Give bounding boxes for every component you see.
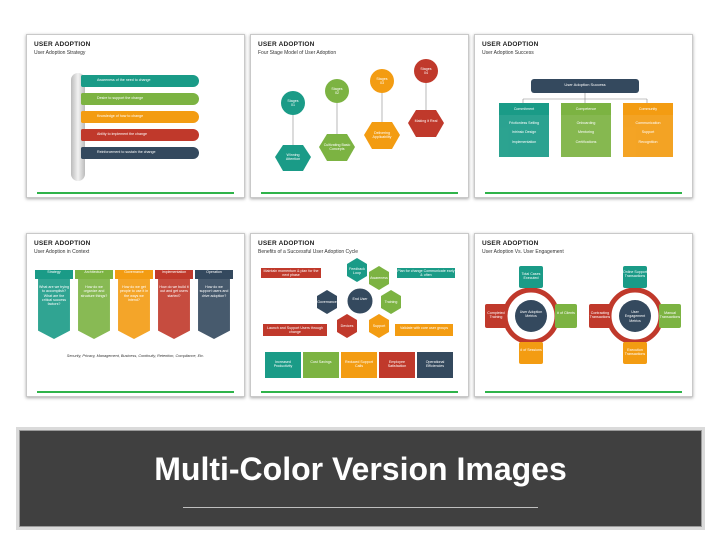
cycle-hex: Feedback Loop	[349, 267, 365, 276]
stage-label: Stages 04	[420, 67, 432, 76]
success-column: Competence	[561, 103, 611, 115]
metrics-item: Completed Training	[487, 311, 505, 320]
metrics-item: # of Sessions	[520, 348, 542, 352]
success-column-body: Frictionless Selling Intrinsic Design Im…	[499, 115, 549, 157]
pillar	[71, 73, 85, 181]
cycle-hex: Training	[384, 300, 398, 304]
success-header: User Adoption Success	[531, 79, 639, 93]
stage-text: Delivering Applicability	[372, 131, 392, 140]
stage-text: Winning Attention	[285, 153, 301, 162]
metrics-item: Manual Transactions	[659, 311, 681, 320]
metrics-item: Execution Transactions	[624, 348, 646, 357]
stage-diagram	[275, 59, 444, 171]
stage-text: Making it Real	[414, 119, 438, 123]
cycle-callout: Plan for change Communicate early & ofte…	[397, 269, 455, 278]
cycle-diagram	[261, 258, 455, 378]
slide-thumbnail-success[interactable]: USER ADOPTION User Adoption Success User…	[474, 34, 693, 198]
slide-subtitle: User Adoption Vs. User Engagement	[482, 249, 564, 255]
context-column: Architecture How do we organize and stru…	[75, 270, 113, 346]
benefit-box: Reduced Support Calls	[345, 360, 373, 369]
benefit-box: Employee Satisfaction	[387, 360, 407, 369]
metrics-center: User Engagement Metrics	[624, 310, 646, 323]
metrics-item: Online Support Transactions	[623, 270, 647, 279]
slide-thumbnail-four-stage[interactable]: USER ADOPTION Four Stage Model of User A…	[250, 34, 469, 198]
slide-title: USER ADOPTION	[258, 240, 315, 247]
benefit-box: Operational Efficiencies	[425, 360, 445, 369]
strategy-bar: Knowledge of how to change	[81, 111, 199, 123]
slide-thumbnail-context[interactable]: USER ADOPTION User Adoption in Context S…	[26, 233, 245, 397]
slide-thumbnail-benefits[interactable]: USER ADOPTION Benefits of a Successful U…	[250, 233, 469, 397]
banner-title: Multi-Color Version Images	[154, 451, 567, 487]
cycle-callout: Validate with core user groups	[399, 326, 449, 330]
context-column: Implementation How do we build it out an…	[155, 270, 193, 346]
benefit-box: Cost Savings	[310, 360, 332, 364]
success-column-body: Onboarding Mentoring Certifications	[561, 115, 611, 157]
slide-thumbnail-strategy[interactable]: USER ADOPTION User Adoption Strategy Awa…	[26, 34, 245, 198]
banner-underline	[183, 507, 538, 508]
stage-text: Cultivating Basic Concepts	[323, 143, 351, 152]
cycle-hex: Devices	[340, 324, 354, 328]
metrics-item: Contracting Transactions	[589, 311, 611, 320]
slide-subtitle: Benefits of a Successful User Adoption C…	[258, 249, 359, 255]
context-column: Operation How do we support users and dr…	[195, 270, 233, 346]
success-column-body: Communication Support Recognition	[623, 115, 673, 157]
cycle-callout: Maintain momentum & plan for the next ph…	[263, 269, 319, 278]
benefit-box: Increased Productivity	[273, 360, 293, 369]
cycle-hex: Awareness	[370, 276, 388, 280]
context-column: Governance How do we get people to use i…	[115, 270, 153, 346]
success-column: Community	[623, 103, 673, 115]
stage-label: Stages 02	[331, 87, 343, 96]
slide-title: USER ADOPTION	[34, 41, 91, 48]
slide-subtitle: User Adoption Success	[482, 50, 534, 56]
version-banner: Multi-Color Version Images	[19, 430, 702, 527]
context-column: Strategy What are we trying to accomplis…	[35, 270, 73, 346]
metrics-item: Total Cases Executed	[521, 272, 541, 281]
slide-title: USER ADOPTION	[482, 240, 539, 247]
slide-title: USER ADOPTION	[34, 240, 91, 247]
strategy-bar: Reinforcement to sustain the change	[81, 147, 199, 159]
strategy-bar: Ability to implement the change	[81, 129, 199, 141]
stage-label: Stages 03	[376, 77, 388, 86]
slide-title: USER ADOPTION	[482, 41, 539, 48]
cycle-hex: Support	[372, 324, 386, 328]
stage-label: Stages 01	[287, 99, 299, 108]
metrics-item: # of Clients	[557, 311, 575, 315]
cycle-callout: Launch and Support Users through change	[267, 326, 323, 335]
metrics-diagram	[485, 266, 681, 364]
slide-subtitle: User Adoption in Context	[34, 249, 90, 255]
metrics-center: User Adoption Metrics	[519, 310, 543, 319]
slide-title: USER ADOPTION	[258, 41, 315, 48]
connector-lines	[522, 93, 648, 103]
slide-thumbnail-engagement[interactable]: USER ADOPTION User Adoption Vs. User Eng…	[474, 233, 693, 397]
slide-subtitle: Four Stage Model of User Adoption	[258, 50, 337, 56]
success-column: Commitment	[499, 103, 549, 115]
context-footer: Security, Privacy, Management, Business,…	[66, 354, 205, 358]
cycle-hex: Governance	[317, 300, 337, 304]
strategy-bar: Awareness of the need to change	[81, 75, 199, 87]
cycle-center: End User	[352, 297, 368, 301]
slide-subtitle: User Adoption Strategy	[34, 50, 86, 56]
strategy-bar: Desire to support the change	[81, 93, 199, 105]
